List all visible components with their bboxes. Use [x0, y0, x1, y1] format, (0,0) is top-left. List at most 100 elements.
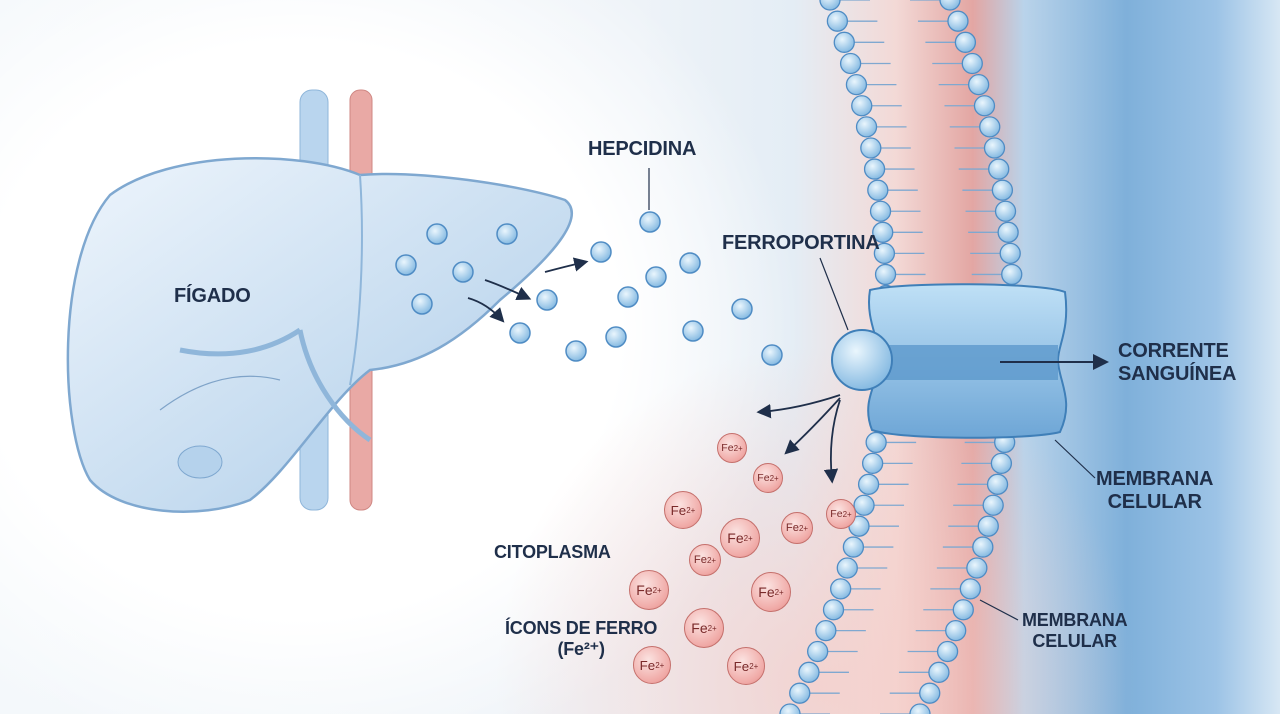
- lipid-head: [945, 619, 967, 642]
- hepcidin-molecule: [645, 266, 667, 288]
- lipid-head: [863, 158, 886, 180]
- lipid-head: [954, 31, 977, 53]
- lipid-head: [861, 452, 884, 475]
- lipid-head: [994, 200, 1017, 222]
- lipid-head: [855, 116, 878, 138]
- membrane-label-lower-line2: CELULAR: [1032, 631, 1117, 651]
- hepcidin-molecule: [682, 320, 704, 342]
- lipid-head: [988, 158, 1010, 180]
- lipid-head: [999, 242, 1021, 265]
- hepcidin-molecule: [426, 223, 448, 245]
- liver-shape: [66, 156, 574, 513]
- lipid-head: [839, 52, 862, 75]
- lipid-head: [872, 221, 894, 243]
- hepcidin-molecule: [565, 340, 587, 362]
- membrane-label-lower-line1: MEMBRANA: [1022, 610, 1128, 630]
- lipid-head: [867, 179, 889, 201]
- hepcidin-molecule: [590, 241, 612, 263]
- ferroportin-channel: [831, 283, 1109, 439]
- hepcidin-molecule: [617, 286, 639, 308]
- lipid-head: [939, 0, 961, 11]
- lipid-head: [977, 515, 999, 537]
- lipid-head: [779, 703, 801, 714]
- liver-label: FÍGADO: [174, 285, 251, 307]
- lipid-head: [819, 0, 841, 11]
- lipid-head: [842, 536, 865, 558]
- hepcidin-molecule: [679, 252, 701, 274]
- membrane-label-lower: MEMBRANA CELULAR: [1022, 610, 1128, 652]
- bloodstream-label-line1: CORRENTE: [1118, 340, 1229, 362]
- lipid-head: [990, 452, 1013, 475]
- hepcidin-molecule: [496, 223, 518, 245]
- lipid-head: [919, 682, 941, 704]
- iron-ions-label-line1: ÍCONS DE FERRO: [505, 618, 658, 638]
- lipid-head: [826, 10, 849, 32]
- lipid-head: [909, 703, 931, 714]
- membrane-label-upper: MEMBRANA CELULAR: [1096, 468, 1213, 514]
- membrane-label-upper-line2: CELULAR: [1107, 491, 1202, 513]
- lipid-head: [836, 557, 858, 579]
- secretion-arrows: [467, 168, 1096, 621]
- lipid-head: [830, 578, 852, 600]
- lipid-head: [833, 31, 855, 53]
- lipid-head: [807, 640, 829, 663]
- lipid-head: [959, 578, 981, 600]
- cytoplasm-label: CITOPLASMA: [494, 542, 611, 562]
- lipid-head: [798, 661, 820, 683]
- hepcidin-molecule: [509, 322, 531, 344]
- lipid-head: [857, 473, 880, 495]
- membrane-label-upper-line1: MEMBRANA: [1096, 468, 1214, 490]
- hepcidin-molecule: [761, 344, 783, 366]
- hepcidin-molecule: [605, 326, 627, 348]
- lipid-head: [869, 200, 892, 222]
- hepcidin-molecule: [639, 211, 661, 233]
- lipid-head: [961, 52, 983, 75]
- hepcidin-molecule: [536, 289, 558, 311]
- hepcidin-molecule: [395, 254, 417, 276]
- hepcidin-molecule: [411, 293, 433, 315]
- lipid-head: [947, 10, 969, 32]
- hepcidin-molecule: [731, 298, 753, 320]
- bloodstream-label-line2: SANGUÍNEA: [1118, 363, 1237, 385]
- lipid-head: [973, 95, 996, 117]
- lipid-head: [845, 73, 868, 96]
- bloodstream-label: CORRENTE SANGUÍNEA: [1118, 340, 1236, 386]
- lipid-head: [986, 473, 1009, 495]
- lipid-head: [873, 242, 896, 265]
- lipid-head: [851, 95, 873, 117]
- lipid-head: [936, 640, 959, 663]
- lipid-head: [853, 494, 875, 516]
- iron-ions-label-line2: (Fe²⁺): [557, 639, 605, 659]
- lipid-head: [968, 73, 990, 96]
- lipid-head: [997, 221, 1019, 243]
- lipid-head: [865, 431, 887, 454]
- hepcidin-molecules: [395, 211, 783, 366]
- hepcidin-label: HEPCIDINA: [588, 138, 697, 160]
- lipid-head: [822, 599, 845, 621]
- lipid-head: [789, 682, 811, 704]
- lipid-head: [928, 661, 950, 683]
- lipid-head: [982, 494, 1004, 516]
- lipid-head: [991, 179, 1014, 201]
- hepcidin-molecule: [452, 261, 474, 283]
- lipid-head: [815, 619, 837, 642]
- lipid-head: [966, 557, 988, 579]
- cell-membrane-bilayer: [779, 0, 1024, 714]
- lipid-head: [1001, 263, 1023, 286]
- lipid-head: [860, 137, 882, 159]
- lipid-head: [874, 263, 897, 286]
- lipid-head: [983, 137, 1006, 159]
- lipid-head: [972, 536, 994, 558]
